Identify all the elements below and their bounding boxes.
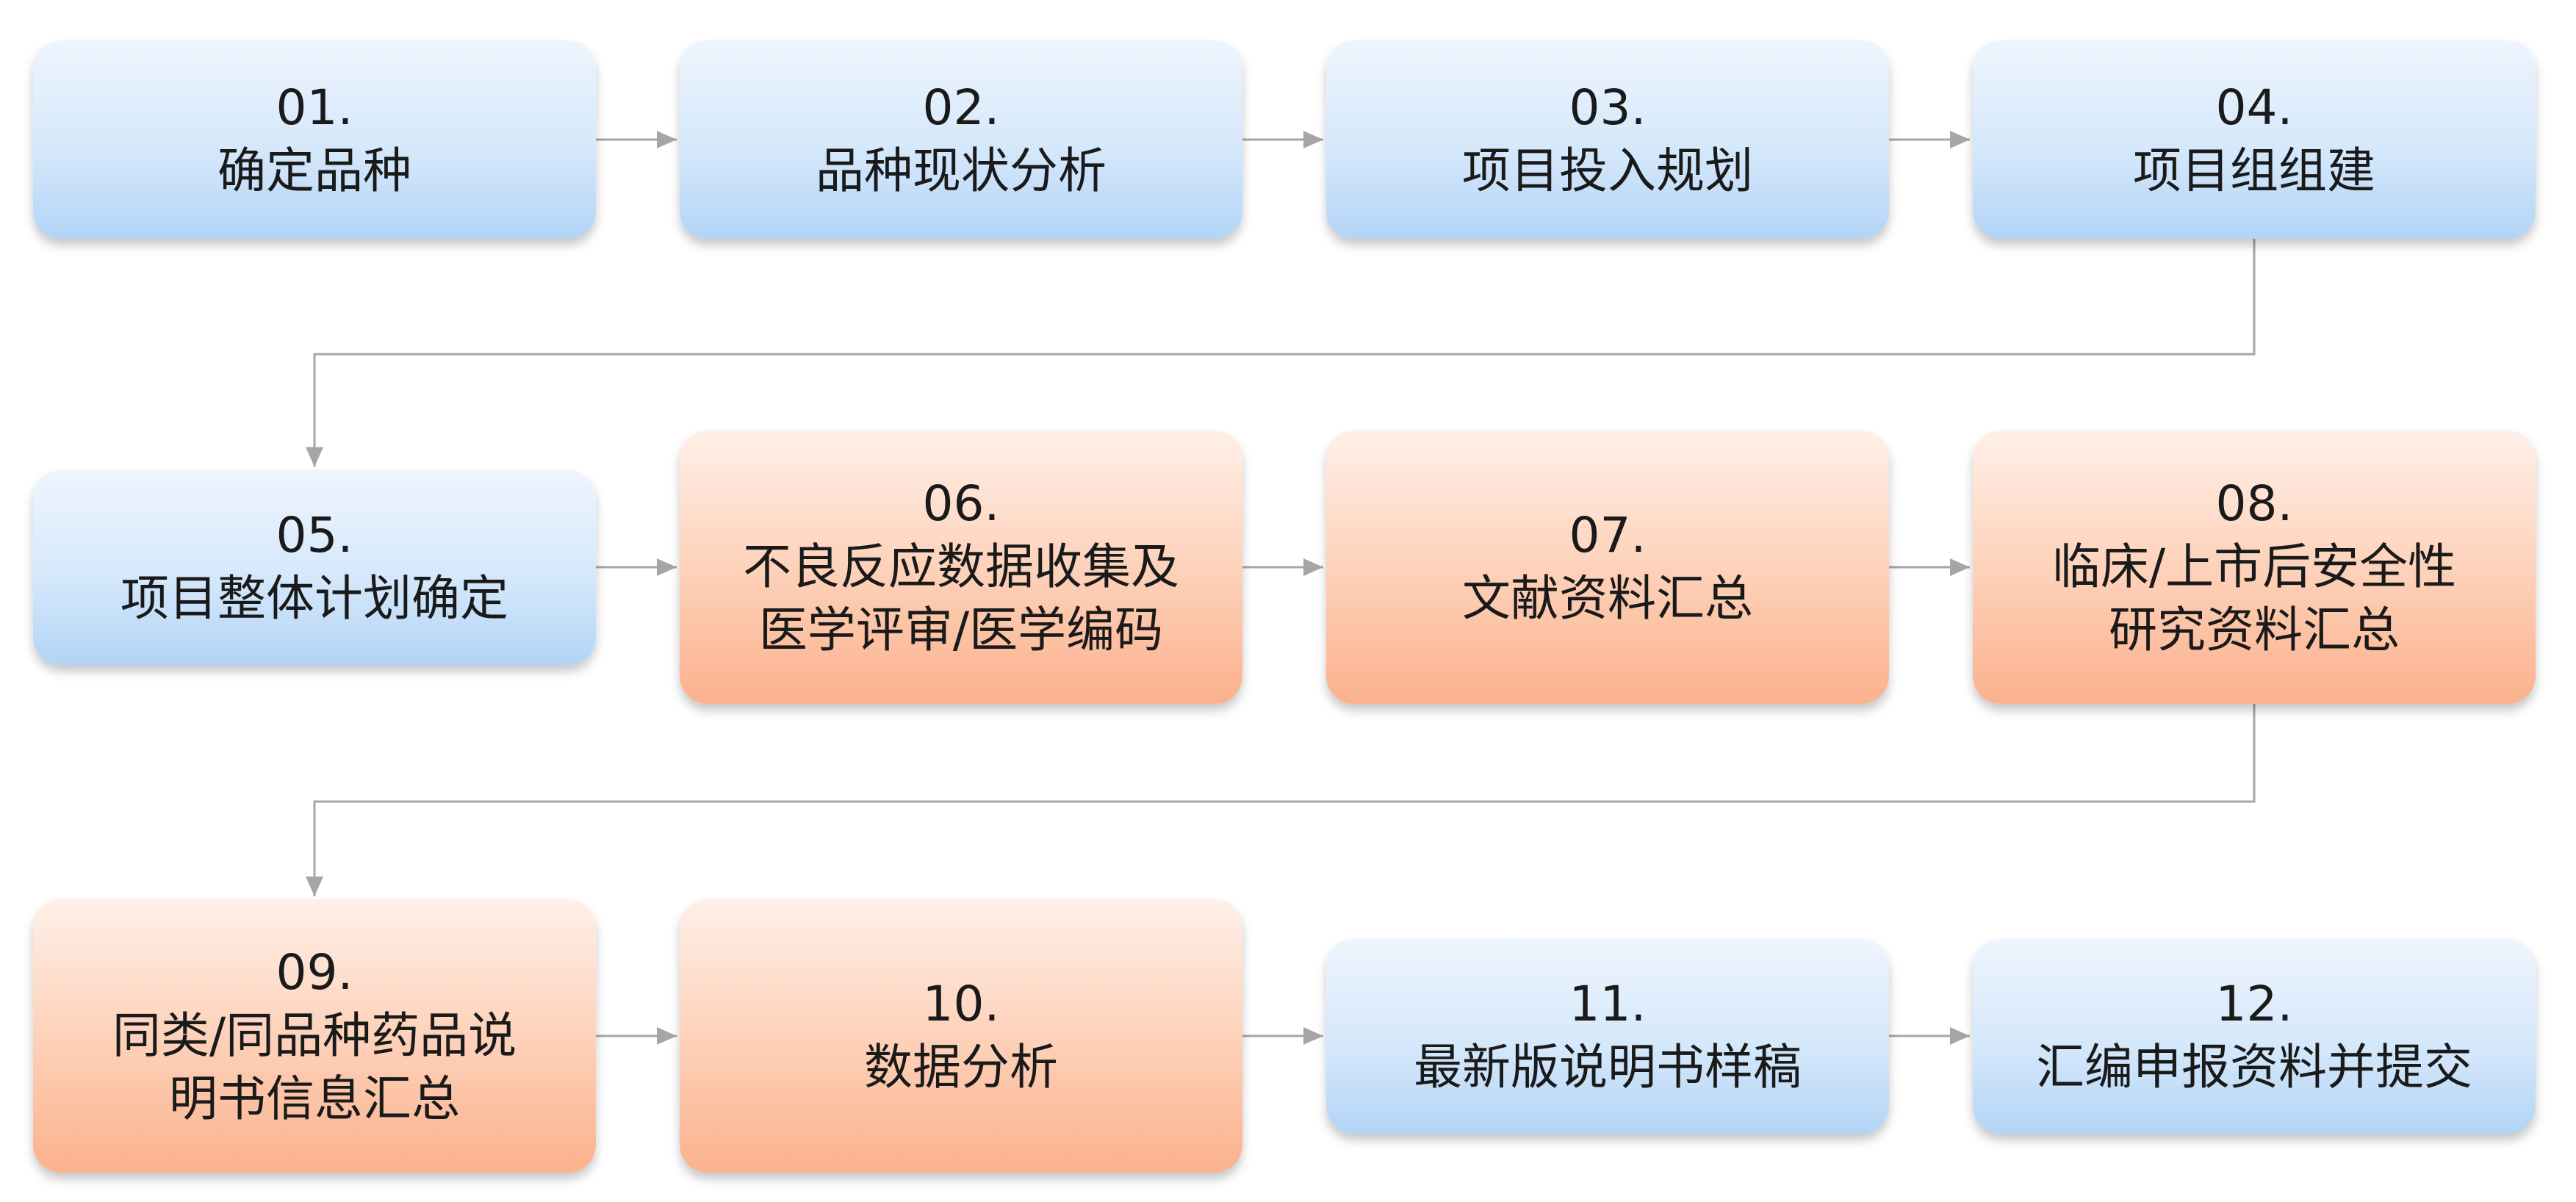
step-label-line: 品种现状分析 (816, 143, 1107, 199)
step-label-line: 确定品种 (217, 143, 411, 199)
step-box-09: 09. 同类/同品种药品说明书信息汇总 (33, 899, 596, 1173)
step-number: 11. (1569, 976, 1647, 1032)
step-label-line: 项目整体计划确定 (120, 570, 508, 627)
step-box-07: 07. 文献资料汇总 (1326, 431, 1889, 704)
step-number: 06. (922, 475, 1000, 532)
step-label-line: 最新版说明书样稿 (1414, 1039, 1802, 1095)
step-number: 04. (2215, 79, 2293, 136)
step-number: 08. (2215, 475, 2293, 532)
step-label-line: 医学评审/医学编码 (758, 602, 1164, 658)
step-label-line: 文献资料汇总 (1462, 570, 1753, 627)
step-number: 12. (2215, 976, 2293, 1032)
step-number: 02. (922, 79, 1000, 136)
elbow-arrow-4-to-5 (306, 239, 2256, 467)
step-number: 09. (276, 944, 353, 1001)
step-number: 05. (276, 507, 353, 564)
step-label-line: 不良反应数据收集及 (743, 539, 1179, 595)
step-label-line: 明书信息汇总 (169, 1070, 460, 1127)
elbow-arrow-8-to-9 (306, 704, 2256, 896)
step-number: 01. (276, 79, 353, 136)
step-box-03: 03. 项目投入规划 (1326, 40, 1889, 239)
step-number: 03. (1569, 79, 1647, 136)
step-box-11: 11. 最新版说明书样稿 (1326, 938, 1889, 1134)
step-box-04: 04. 项目组组建 (1973, 40, 2536, 239)
step-box-01: 01. 确定品种 (33, 40, 596, 239)
step-box-05: 05. 项目整体计划确定 (33, 469, 596, 665)
step-label-line: 汇编申报资料并提交 (2036, 1039, 2472, 1095)
step-label-line: 同类/同品种药品说 (112, 1007, 517, 1064)
step-label-line: 研究资料汇总 (2109, 602, 2400, 658)
step-box-06: 06. 不良反应数据收集及医学评审/医学编码 (680, 431, 1242, 704)
step-number: 10. (922, 976, 1000, 1032)
step-box-08: 08. 临床/上市后安全性研究资料汇总 (1973, 431, 2536, 704)
connector-lines (306, 131, 2256, 1045)
step-box-12: 12. 汇编申报资料并提交 (1973, 938, 2536, 1134)
step-label-line: 临床/上市后安全性 (2051, 539, 2457, 595)
step-label-line: 数据分析 (864, 1039, 1058, 1095)
step-number: 07. (1569, 507, 1647, 564)
step-box-02: 02. 品种现状分析 (680, 40, 1242, 239)
step-box-10: 10. 数据分析 (680, 899, 1242, 1173)
step-label-line: 项目组组建 (2133, 143, 2375, 199)
step-label-line: 项目投入规划 (1462, 143, 1753, 199)
